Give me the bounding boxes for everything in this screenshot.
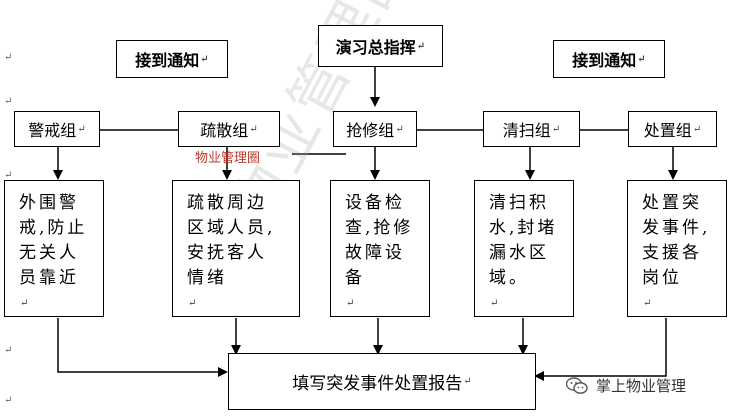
task-line: 外围警	[19, 193, 79, 213]
task-line: 水,封堵	[489, 218, 558, 238]
paragraph-mark: ↵	[551, 123, 561, 135]
paragraph-mark: ↵	[4, 96, 13, 107]
task-line: 处置突	[642, 193, 702, 213]
task-line-text: 岗位	[642, 268, 682, 288]
task-line: 岗位 ↵	[642, 266, 716, 316]
brand-name: 掌上物业管理	[596, 377, 687, 395]
paragraph-mark: ↵	[346, 298, 358, 309]
task-line: 安抚客人	[187, 243, 267, 263]
paragraph-mark: ↵	[4, 52, 13, 63]
group-clean: 清扫组↵	[483, 111, 580, 147]
brand-footer: 掌上物业管理	[565, 375, 687, 396]
group-repair-label: 抢修组	[346, 121, 395, 140]
task-line: 疏散周边	[187, 193, 267, 213]
task-line: 域。 ↵	[489, 266, 563, 316]
paragraph-mark: ↵	[643, 298, 655, 309]
task-line: 查,抢修	[345, 218, 414, 238]
group-repair: 抢修组↵	[333, 111, 417, 147]
paragraph-mark: ↵	[463, 376, 472, 387]
notice-box-right: 接到通知↵	[553, 40, 665, 78]
paragraph-mark: ↵	[4, 170, 13, 181]
paragraph-mark: ↵	[200, 53, 209, 65]
report-box: 填写突发事件处置报告↵	[228, 353, 536, 410]
task-line-text: 备	[345, 268, 365, 288]
task-line: 漏水区	[489, 243, 549, 263]
task-line: 清扫积	[489, 193, 549, 213]
task-line: 区域人员,	[187, 218, 276, 238]
notice-box-left: 接到通知↵	[116, 40, 228, 78]
task-line: 设备检	[345, 193, 405, 213]
notice-right-label: 接到通知	[572, 51, 637, 70]
paragraph-mark: ↵	[188, 298, 200, 309]
group-handle-label: 处置组	[643, 121, 692, 140]
group-clean-label: 清扫组	[502, 121, 551, 140]
task-line: 情绪 ↵	[187, 266, 289, 316]
task-line: 备↵	[345, 266, 419, 316]
task-evac: 疏散周边 区域人员, 安抚客人 情绪 ↵	[172, 180, 300, 317]
paragraph-mark: ↵	[416, 40, 426, 52]
group-evac: 疏散组↵	[178, 111, 280, 147]
paragraph-mark: ↵	[77, 123, 86, 135]
task-alert: 外围警 戒,防止 无关人 员靠近 ↵	[4, 180, 104, 317]
task-line: 戒,防止	[19, 218, 88, 238]
group-alert: 警戒组↵	[14, 111, 100, 147]
paragraph-mark: ↵	[20, 298, 32, 309]
group-alert-label: 警戒组	[28, 121, 77, 140]
paragraph-mark: ↵	[490, 298, 502, 309]
command-label: 演习总指挥	[335, 38, 416, 57]
command-box: 演习总指挥↵	[318, 25, 443, 67]
red-watermark: 物业管理圈	[195, 151, 261, 166]
task-line: 支援各	[642, 243, 702, 263]
task-clean: 清扫积 水,封堵 漏水区 域。 ↵	[474, 180, 574, 317]
paragraph-mark: ↵	[637, 53, 646, 65]
paragraph-mark: ↵	[4, 345, 13, 356]
notice-left-label: 接到通知	[135, 51, 200, 70]
paragraph-mark: ↵	[249, 123, 258, 135]
task-line-text: 情绪	[187, 268, 227, 288]
paragraph-mark: ↵	[4, 395, 13, 406]
group-handle: 处置组↵	[628, 111, 717, 147]
task-line-text: 域。	[489, 268, 529, 288]
paragraph-mark: ↵	[395, 123, 404, 135]
task-line-text: 员靠近	[19, 268, 79, 288]
task-handle: 处置突 发事件, 支援各 岗位 ↵	[627, 180, 727, 317]
task-line: 无关人	[19, 243, 79, 263]
report-label: 填写突发事件处置报告	[292, 374, 463, 394]
wechat-icon	[565, 376, 588, 395]
task-line: 发事件,	[642, 218, 711, 238]
paragraph-mark: ↵	[692, 123, 702, 135]
group-evac-label: 疏散组	[200, 121, 249, 140]
task-line: 故障设	[345, 243, 405, 263]
task-line: 员靠近 ↵	[19, 266, 93, 316]
task-repair: 设备检 查,抢修 故障设 备↵	[330, 180, 430, 317]
